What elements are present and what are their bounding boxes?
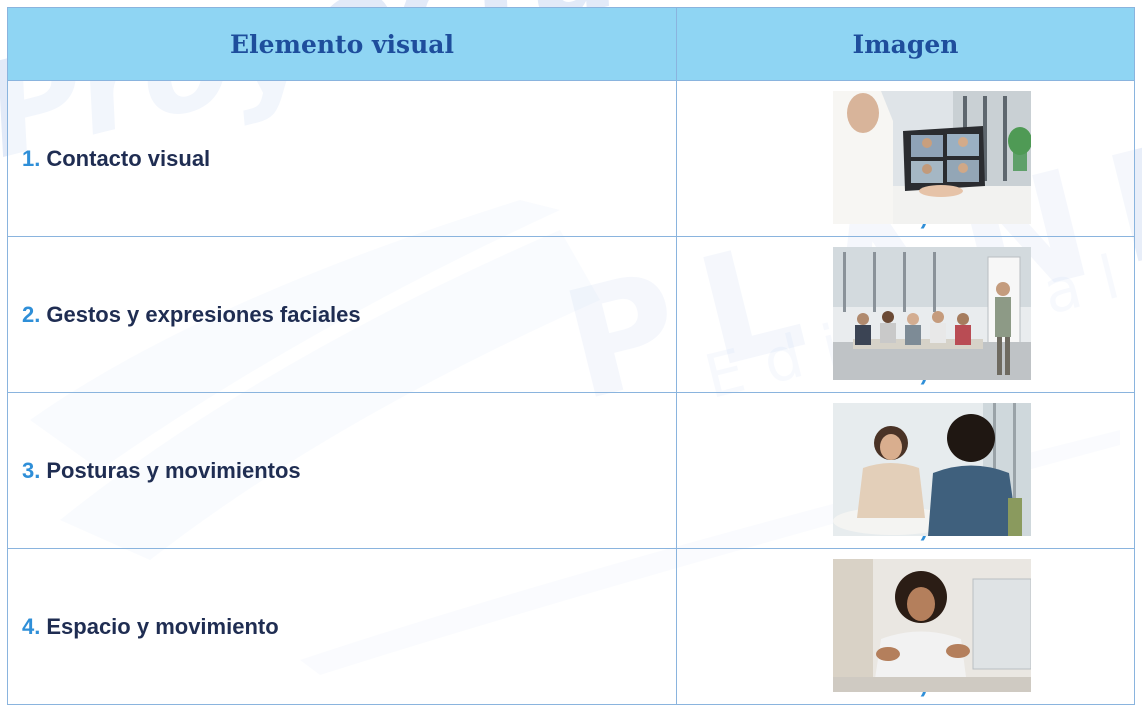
- image-cell: d): [676, 548, 1135, 705]
- element-label: Gestos y expresiones faciales: [46, 301, 361, 327]
- table-row: 1.Contacto visual a): [7, 80, 1135, 237]
- image-cell: a): [676, 80, 1135, 237]
- table-header-row: Elemento visual Imagen: [7, 7, 1135, 81]
- row-number: 4.: [22, 613, 41, 639]
- element-cell: 3.Posturas y movimientos: [7, 392, 677, 549]
- image-cell: c): [676, 392, 1135, 549]
- row-number: 2.: [22, 301, 41, 327]
- row-number: 1.: [22, 145, 41, 171]
- image-cell: b): [676, 236, 1135, 393]
- meeting-photo-icon: [833, 247, 1031, 380]
- conversation-photo-icon: [833, 403, 1031, 536]
- video-call-photo-icon: [833, 91, 1031, 224]
- element-label: Contacto visual: [46, 145, 211, 171]
- element-label: Posturas y movimientos: [46, 457, 301, 483]
- table-row: 3.Posturas y movimientos c): [7, 392, 1135, 549]
- column-header-imagen: Imagen: [676, 7, 1135, 81]
- table-row: 2.Gestos y expresiones faciales b): [7, 236, 1135, 393]
- element-cell: 2.Gestos y expresiones faciales: [7, 236, 677, 393]
- element-cell: 4.Espacio y movimiento: [7, 548, 677, 705]
- woman-gesturing-photo-icon: [833, 559, 1031, 692]
- element-cell: 1.Contacto visual: [7, 80, 677, 237]
- row-number: 3.: [22, 457, 41, 483]
- element-label: Espacio y movimiento: [46, 613, 279, 639]
- visual-elements-table: Elemento visual Imagen 1.Contacto visual…: [7, 7, 1135, 705]
- table-row: 4.Espacio y movimiento d): [7, 548, 1135, 705]
- column-header-elemento: Elemento visual: [7, 7, 677, 81]
